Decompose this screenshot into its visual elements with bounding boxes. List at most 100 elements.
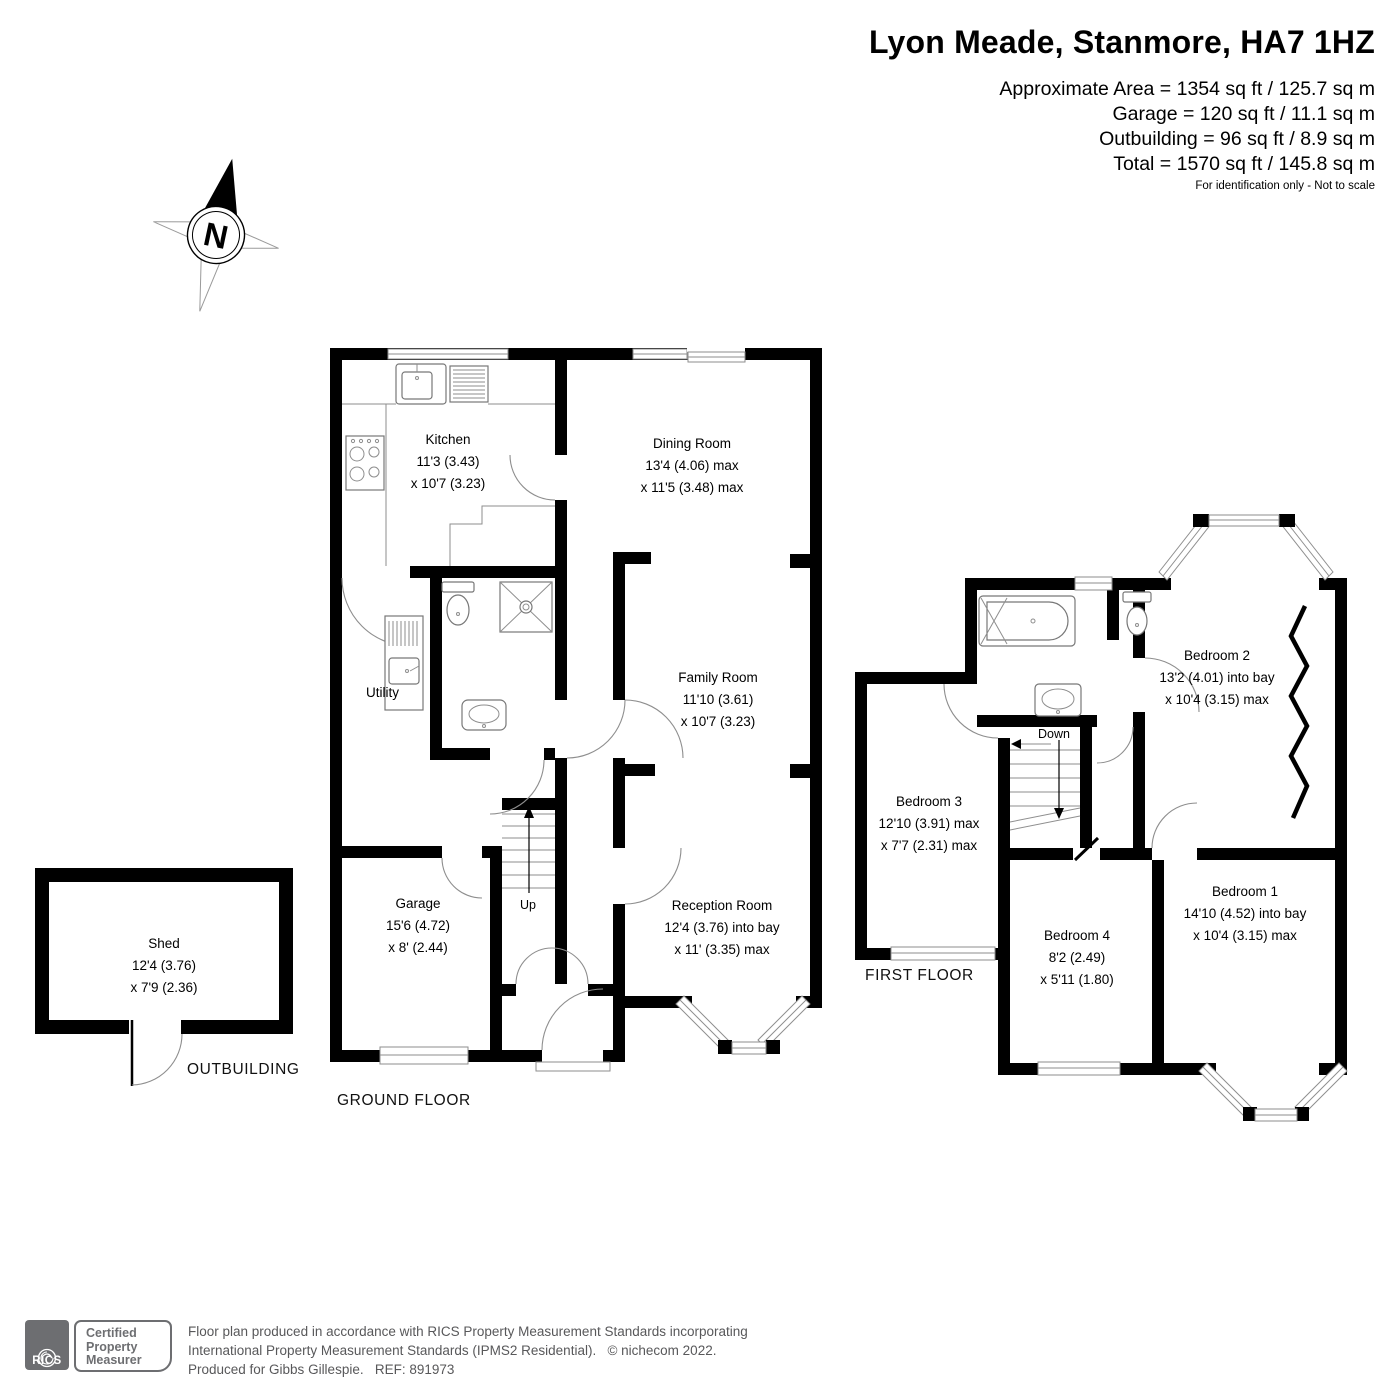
bedroom4-window-icon	[1037, 1061, 1121, 1076]
scale-disclaimer: For identification only - Not to scale	[1195, 180, 1375, 192]
rics-lion-icon	[37, 1348, 57, 1368]
svg-text:12'4 (3.76) into bay: 12'4 (3.76) into bay	[664, 920, 779, 935]
first-floor-windows	[890, 576, 1121, 1076]
shed-walls	[35, 868, 293, 1034]
svg-text:12'10 (3.91) max: 12'10 (3.91) max	[879, 816, 980, 831]
basin-icon	[461, 699, 507, 731]
utility-sink-icon	[384, 615, 424, 711]
cert-line: Certified	[86, 1326, 137, 1340]
room-label-shed: Shed 12'4 (3.76) x 7'9 (2.36)	[130, 936, 197, 995]
stairs-up	[502, 806, 555, 893]
cert-line: Property	[86, 1339, 138, 1354]
svg-text:8'2 (2.49): 8'2 (2.49)	[1049, 950, 1106, 965]
shed-door	[130, 1020, 183, 1086]
outbuilding-plan: Shed 12'4 (3.76) x 7'9 (2.36) OUTBUILDIN…	[35, 868, 300, 1086]
ground-floor-plan: Kitchen 11'3 (3.43) x 10'7 (3.23) Dining…	[330, 348, 822, 1072]
room-label-bedroom2: Bedroom 2 13'2 (4.01) into bay x 10'4 (3…	[1159, 648, 1274, 707]
shower-icon	[499, 581, 553, 633]
ground-floor-windows	[379, 348, 746, 1065]
footer-line: Produced for Gibbs Gillespie. REF: 89197…	[188, 1362, 455, 1377]
svg-text:11'3 (3.43): 11'3 (3.43)	[416, 454, 479, 469]
compass-icon: N	[153, 158, 279, 312]
svg-text:x 5'11 (1.80): x 5'11 (1.80)	[1040, 972, 1114, 987]
room-label-kitchen: Kitchen 11'3 (3.43) x 10'7 (3.23)	[411, 432, 486, 491]
svg-text:Bedroom 3: Bedroom 3	[896, 794, 962, 809]
room-label-reception-room: Reception Room 12'4 (3.76) into bay x 11…	[664, 898, 779, 957]
hob-icon	[345, 435, 385, 491]
first-floor-caption: FIRST FLOOR	[865, 967, 974, 984]
compass-north-needle	[203, 158, 238, 218]
svg-text:13'4 (4.06) max: 13'4 (4.06) max	[645, 458, 739, 473]
room-label-bedroom3: Bedroom 3 12'10 (3.91) max x 7'7 (2.31) …	[879, 794, 980, 853]
first-floor-doors	[943, 657, 1200, 862]
svg-text:Kitchen: Kitchen	[425, 432, 470, 447]
svg-text:x 11' (3.35) max: x 11' (3.35) max	[674, 942, 770, 957]
toilet-icon	[441, 581, 475, 626]
page-title: Lyon Meade, Stanmore, HA7 1HZ	[868, 24, 1375, 60]
svg-text:x 7'9 (2.36): x 7'9 (2.36)	[130, 980, 197, 995]
toilet-icon-first	[1122, 591, 1152, 636]
wardrobe-zigzag-icon	[1288, 605, 1310, 819]
room-label-dining-room: Dining Room 13'4 (4.06) max x 11'5 (3.48…	[641, 436, 744, 495]
svg-text:15'6 (4.72): 15'6 (4.72)	[386, 918, 450, 933]
kitchen-window-icon	[387, 348, 509, 360]
footer-line: International Property Measurement Stand…	[188, 1343, 717, 1358]
room-label-bedroom1: Bedroom 1 14'10 (4.52) into bay x 10'4 (…	[1184, 884, 1307, 943]
ground-floor-caption: GROUND FLOOR	[337, 1092, 471, 1109]
svg-text:Utility: Utility	[366, 685, 399, 700]
svg-text:13'2 (4.01) into bay: 13'2 (4.01) into bay	[1159, 670, 1274, 685]
bedroom3-window-icon	[890, 946, 996, 961]
kitchen-sink-icon	[395, 363, 489, 405]
ground-floor-doors	[341, 454, 684, 1072]
cert-line: Measurer	[86, 1353, 142, 1367]
outbuilding-caption: OUTBUILDING	[187, 1061, 300, 1078]
header: Lyon Meade, Stanmore, HA7 1HZ Approximat…	[869, 24, 1375, 192]
reception-bay-window-icon	[675, 995, 811, 1055]
svg-text:Bedroom 4: Bedroom 4	[1044, 928, 1111, 943]
room-label-bedroom4: Bedroom 4 8'2 (2.49) x 5'11 (1.80)	[1040, 928, 1114, 987]
stairs-down	[1009, 739, 1081, 831]
room-label-family-room: Family Room 11'10 (3.61) x 10'7 (3.23)	[678, 670, 758, 729]
svg-text:11'10 (3.61): 11'10 (3.61)	[683, 692, 754, 707]
kitchen-counter-lines	[342, 403, 555, 566]
bathroom-window-icon	[1074, 576, 1113, 591]
bath-icon	[978, 595, 1076, 647]
room-label-garage: Garage 15'6 (4.72) x 8' (2.44)	[386, 896, 450, 955]
footer-line: Floor plan produced in accordance with R…	[188, 1324, 748, 1339]
rics-label: RICS	[32, 1355, 62, 1367]
svg-text:Family Room: Family Room	[678, 670, 758, 685]
dining-window2-icon	[687, 351, 746, 363]
svg-text:x 8' (2.44): x 8' (2.44)	[388, 940, 448, 955]
svg-text:12'4 (3.76): 12'4 (3.76)	[132, 958, 196, 973]
first-floor-plan: Bedroom 2 13'2 (4.01) into bay x 10'4 (3…	[855, 514, 1348, 1122]
svg-text:x 11'5 (3.48) max: x 11'5 (3.48) max	[641, 480, 744, 495]
stairs-down-label: Down	[1038, 727, 1070, 741]
svg-text:Reception Room: Reception Room	[672, 898, 773, 913]
area-line-total: Total = 1570 sq ft / 145.8 sq m	[1113, 153, 1375, 175]
bedroom1-bay-window-icon	[1198, 1062, 1348, 1122]
area-line-approximate: Approximate Area = 1354 sq ft / 125.7 sq…	[999, 78, 1375, 100]
svg-text:x 10'7 (3.23): x 10'7 (3.23)	[681, 714, 756, 729]
svg-text:x 7'7 (2.31) max: x 7'7 (2.31) max	[881, 838, 978, 853]
rics-logo: RICS	[25, 1320, 69, 1370]
room-label-utility: Utility	[366, 685, 399, 700]
footer-disclaimer-text: Floor plan produced in accordance with R…	[188, 1320, 748, 1379]
stairs-up-label: Up	[520, 898, 536, 912]
area-line-outbuilding: Outbuilding = 96 sq ft / 8.9 sq m	[1099, 128, 1375, 150]
svg-text:x 10'4 (3.15) max: x 10'4 (3.15) max	[1193, 928, 1297, 943]
svg-text:Bedroom 1: Bedroom 1	[1212, 884, 1278, 899]
area-line-garage: Garage = 120 sq ft / 11.1 sq m	[1112, 103, 1376, 125]
svg-text:x 10'7 (3.23): x 10'7 (3.23)	[411, 476, 486, 491]
basin-icon-first	[1034, 683, 1082, 717]
svg-text:Bedroom 2: Bedroom 2	[1184, 648, 1250, 663]
dining-window-icon	[632, 348, 688, 360]
svg-text:14'10 (4.52) into bay: 14'10 (4.52) into bay	[1184, 906, 1307, 921]
footer: RICS Certified Property Measurer Floor p…	[25, 1320, 748, 1379]
bedroom2-bay-window-icon	[1158, 514, 1334, 581]
svg-text:Dining Room: Dining Room	[653, 436, 731, 451]
svg-text:x 10'4 (3.15) max: x 10'4 (3.15) max	[1165, 692, 1269, 707]
svg-text:Shed: Shed	[148, 936, 180, 951]
certified-property-measurer-badge: Certified Property Measurer	[74, 1320, 172, 1372]
garage-door-icon	[379, 1046, 469, 1065]
